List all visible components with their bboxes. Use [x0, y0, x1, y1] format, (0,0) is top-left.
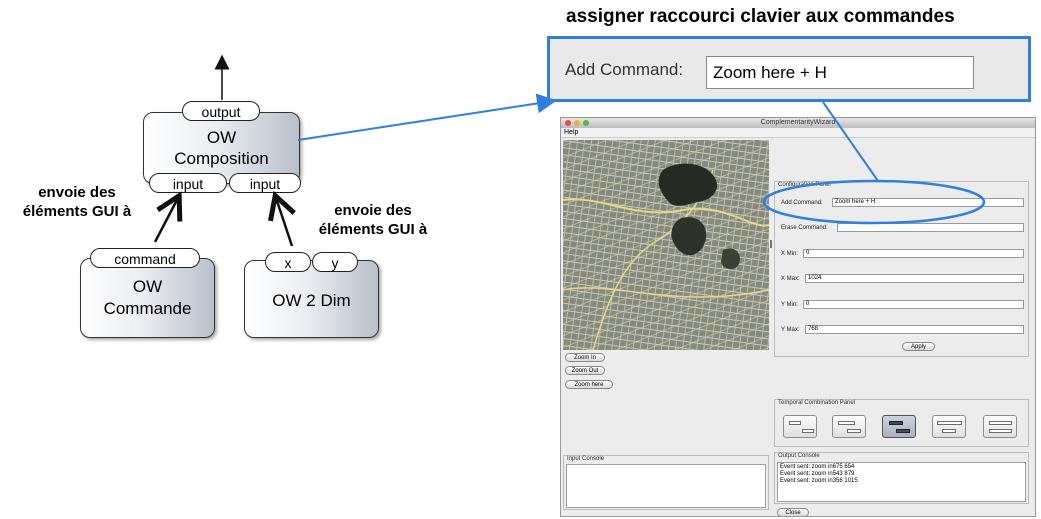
x-min-label: X Min:	[781, 251, 799, 257]
y-port: y	[312, 252, 358, 272]
callout-to-field-connector	[822, 101, 879, 182]
temporal-option-2-button[interactable]	[832, 415, 866, 438]
temporal-option-3-icon	[889, 421, 903, 425]
callout-add-command-field: Zoom here + H	[706, 56, 974, 89]
zoom-in-button[interactable]: Zoom In	[565, 353, 605, 362]
temporal-option-1-button[interactable]	[783, 415, 817, 438]
map-view[interactable]	[563, 140, 769, 350]
zoomed-callout: Add Command: Zoom here + H	[547, 36, 1031, 102]
ow-2dim-node: OW 2 Dim	[244, 260, 379, 338]
right-sends-label: envoie des éléments GUI à	[298, 201, 448, 239]
temporal-option-4-button[interactable]	[932, 415, 966, 438]
window-title: ComplementarityWizard	[760, 119, 836, 126]
input-console-title: Input Console	[567, 456, 605, 462]
composition-to-callout-arrow	[297, 93, 557, 141]
temporal-option-2-icon	[838, 421, 855, 425]
ow-command-title-2: Commande	[103, 299, 192, 318]
menu-bar: Help	[561, 128, 1035, 138]
ow-composition-title-1: OW	[206, 128, 237, 147]
callout-add-command-label: Add Command:	[565, 60, 684, 79]
y-min-label: Y Min:	[781, 302, 798, 308]
x-port: x	[265, 252, 311, 272]
ow-command-node: OW Commande	[80, 258, 215, 338]
command-port: command	[90, 248, 200, 268]
composition-input-port-2: input	[229, 173, 301, 193]
menu-help[interactable]: Help	[564, 129, 579, 136]
configuration-panel: Configuration Panel Add Command: Zoom he…	[774, 181, 1029, 357]
y-max-label: Y Max:	[781, 327, 800, 333]
temporal-combination-panel: Temporal Combination Panel	[774, 399, 1029, 447]
y-max-field[interactable]: 768	[805, 325, 1024, 334]
right-sends-label-line-2: éléments GUI à	[318, 221, 428, 238]
add-command-label: Add Command:	[781, 200, 823, 206]
callout-title: assigner raccourci clavier aux commandes	[566, 6, 955, 27]
add-command-highlight	[762, 179, 986, 225]
log-line: Event sent: zoom in543 879	[780, 471, 855, 477]
left-sends-label-line-2: éléments GUI à	[22, 203, 132, 220]
left-sends-label-line-1: envoie des	[38, 184, 116, 201]
erase-command-label: Erase Command:	[781, 225, 828, 231]
map-image	[563, 140, 769, 350]
input-console-area[interactable]	[566, 464, 766, 508]
zoom-dot-icon[interactable]	[583, 120, 589, 126]
zoom-here-button[interactable]: Zoom here	[565, 380, 613, 389]
log-line: Event sent: zoom in675 654	[780, 464, 855, 470]
title-bar: ComplementarityWizard	[561, 118, 1035, 128]
zoom-out-button[interactable]: Zoom Out	[565, 366, 605, 375]
apply-button[interactable]: Apply	[902, 342, 935, 351]
x-max-label: X Max:	[781, 276, 800, 282]
dim-to-composition-arrow	[276, 198, 292, 247]
temporal-combination-panel-title: Temporal Combination Panel	[778, 400, 856, 406]
erase-command-field[interactable]	[837, 223, 1024, 232]
app-window: ComplementarityWizard Help	[560, 117, 1036, 517]
output-console-panel: Output Console Event sent: zoom in675 65…	[774, 452, 1029, 504]
left-sends-label: envoie des éléments GUI à	[2, 183, 152, 221]
ow-composition-title-2: Composition	[174, 149, 269, 168]
x-min-field[interactable]: 0	[803, 249, 1024, 258]
right-sends-label-line-1: envoie des	[334, 202, 412, 219]
temporal-option-1-icon	[789, 421, 801, 425]
ow-composition-node: OW Composition	[143, 112, 300, 184]
ow-2dim-title: OW 2 Dim	[272, 291, 351, 310]
add-command-field[interactable]: Zoom here + H	[832, 198, 1024, 207]
close-button[interactable]: Close	[777, 508, 809, 516]
close-dot-icon[interactable]	[565, 120, 571, 126]
ow-command-title-1: OW	[132, 277, 163, 296]
composition-input-port-1: input	[149, 173, 227, 193]
temporal-option-3-button[interactable]	[882, 415, 916, 438]
x-max-field[interactable]: 1024	[805, 274, 1024, 283]
composition-output-port: output	[182, 101, 260, 121]
temporal-option-5-button[interactable]	[983, 415, 1017, 438]
output-console-area[interactable]: Event sent: zoom in675 654 Event sent: z…	[777, 462, 1026, 502]
split-handle-icon[interactable]	[770, 240, 772, 248]
input-console-panel: Input Console	[563, 455, 769, 510]
command-to-composition-arrow	[153, 198, 178, 243]
y-min-field[interactable]: 0	[803, 300, 1024, 309]
minimize-dot-icon[interactable]	[574, 120, 580, 126]
output-console-title: Output Console	[778, 453, 820, 459]
log-line: Event sent: zoom in356 1015	[780, 478, 858, 484]
temporal-option-5-icon	[989, 421, 1012, 425]
temporal-option-4-icon	[937, 421, 962, 425]
